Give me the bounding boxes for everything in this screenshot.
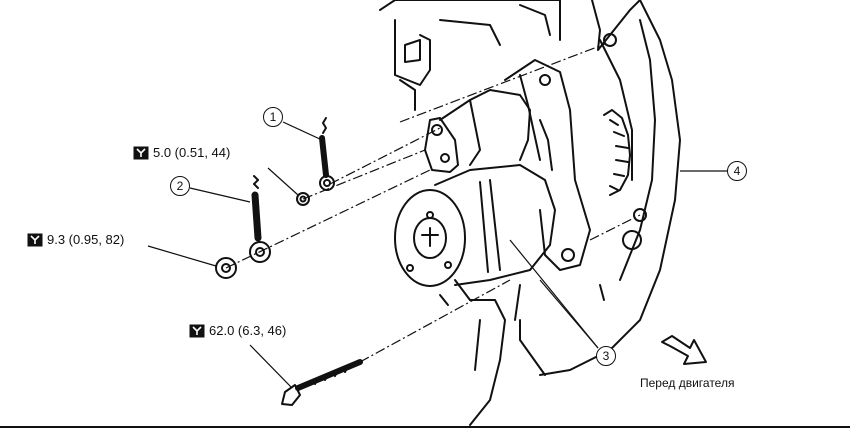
torque-label-3: 62.0 (6.3, 46) [189,324,286,338]
front-arrow-icon [661,335,707,365]
starter-motor [394,89,556,287]
leader-lines [147,121,728,389]
terminal-nut-small [296,192,310,206]
cable-2 [249,175,271,263]
torque-label-1: 5.0 (0.51, 44) [133,146,230,160]
callout-3: 3 [596,346,616,366]
ring-gear [603,109,631,196]
transmission-housing [519,0,681,376]
callout-1: 1 [263,107,283,127]
torque-value-2: 9.3 (0.95, 82) [47,232,125,247]
mounting-bolt [281,359,363,406]
torque-value-1: 5.0 (0.51, 44) [153,145,231,160]
callout-4: 4 [727,161,747,181]
cable-1 [319,117,335,191]
torque-wrench-icon [189,324,205,338]
torque-label-2: 9.3 (0.95, 82) [27,233,124,247]
lower-support [439,279,521,426]
bottom-divider [0,426,850,428]
front-of-engine-label: Перед двигателя [640,376,735,390]
engine-block [379,0,561,111]
torque-wrench-icon [27,233,43,247]
terminal-nut-large [215,257,237,279]
callout-2: 2 [170,176,190,196]
torque-wrench-icon [133,146,149,160]
centre-lines [225,43,641,363]
torque-value-3: 62.0 (6.3, 46) [209,323,287,338]
